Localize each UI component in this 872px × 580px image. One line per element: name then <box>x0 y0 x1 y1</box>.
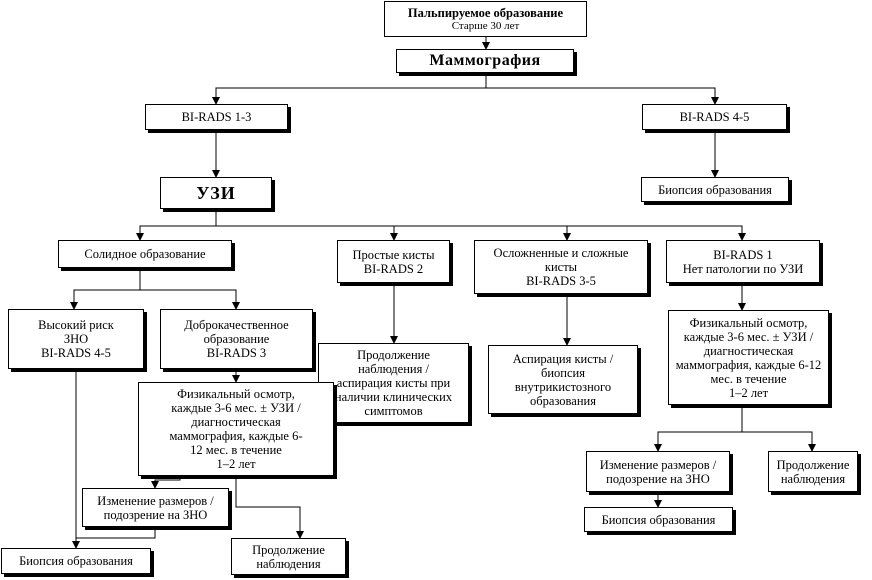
node-line: Маммография <box>429 52 541 70</box>
node-line: подозрение на ЗНО <box>606 471 710 486</box>
edge-changeleft-biopsy <box>76 527 156 539</box>
node-line: образования <box>530 393 596 408</box>
node-high-risk: Высокий риск ЗНО BI-RADS 4-5 <box>8 309 144 369</box>
node-line: подозрение на ЗНО <box>103 507 208 522</box>
node-line: наблюдения <box>256 556 321 571</box>
node-line: 1–2 лет <box>216 457 256 471</box>
node-continue-observation-left: Продолжение наблюдения <box>231 538 346 575</box>
node-line: аспирация кисты при <box>336 376 451 390</box>
edge-physleft-continue <box>235 476 304 539</box>
node-line: Простые кисты <box>352 247 435 262</box>
node-mammography: Маммография <box>396 49 574 73</box>
edge-physright-split <box>654 405 743 452</box>
edge-uzi-split <box>136 209 217 241</box>
node-line: внутрикистозного <box>514 379 612 394</box>
edge-physright-continue <box>742 431 816 452</box>
node-birads-4-5: BI-RADS 4-5 <box>642 104 787 130</box>
node-birads-1-3: BI-RADS 1-3 <box>145 104 288 130</box>
node-line: Физикальный осмотр, <box>177 387 295 401</box>
node-size-change-left: Изменение размеров / подозрение на ЗНО <box>82 488 229 527</box>
node-line: диагностическая <box>703 343 794 358</box>
node-line: симптомов <box>364 404 423 418</box>
node-line: Биопсия образования <box>19 554 133 568</box>
edge-physleft-change <box>151 476 181 489</box>
node-line: маммография, каждые 6-12 <box>675 357 822 372</box>
node-biopsy-left: Биопсия образования <box>1 548 151 574</box>
node-complex-cysts: Осложненные и сложные кисты BI-RADS 3-5 <box>474 240 648 294</box>
node-line: Продолжение <box>357 348 430 362</box>
node-line: Высокий риск <box>38 318 114 332</box>
node-line: ЗНО <box>63 332 89 346</box>
node-line: каждые 3-6 мес. ± УЗИ / <box>171 401 301 415</box>
node-birads-1-no-pathology: BI-RADS 1 Нет патологии по УЗИ <box>666 240 820 283</box>
node-line: Продолжение <box>252 542 325 557</box>
edge-uzi-simple <box>216 225 398 241</box>
node-line: Солидное образование <box>84 247 206 261</box>
node-line: мес. в течение <box>710 371 787 386</box>
node-line: BI-RADS 3 <box>206 346 267 360</box>
edge-uzi-birads1 <box>567 225 746 241</box>
node-continue-observation-cyst: Продолжение наблюдения / аспирация кисты… <box>318 343 469 423</box>
node-line: Аспирация кисты / <box>512 351 614 366</box>
node-line: Старше 30 лет <box>451 19 520 32</box>
node-line: Физикальный осмотр, <box>689 315 808 330</box>
edge-solid-benign <box>140 289 240 310</box>
node-line: биопсия <box>541 365 585 380</box>
node-line: Изменение размеров / <box>97 493 214 508</box>
node-biopsy-top: Биопсия образования <box>641 177 789 202</box>
node-benign: Доброкачественное образование BI-RADS 3 <box>160 309 313 369</box>
edge-uzi-complex <box>394 225 571 241</box>
edge-solid-split <box>70 268 141 310</box>
node-line: Биопсия образования <box>658 182 772 197</box>
node-palpable-mass: Пальпируемое образование Старше 30 лет <box>384 1 587 37</box>
node-line: BI-RADS 4-5 <box>679 110 750 124</box>
node-simple-cysts: Простые кисты BI-RADS 2 <box>337 240 450 283</box>
edge-mammo-birads45 <box>486 87 719 105</box>
node-size-change-right: Изменение размеров / подозрение на ЗНО <box>586 451 730 492</box>
node-line: наблюдения / <box>358 362 429 376</box>
node-line: УЗИ <box>196 182 236 203</box>
node-biopsy-right: Биопсия образования <box>584 507 733 532</box>
node-line: BI-RADS 1 <box>713 247 773 262</box>
node-line: BI-RADS 4-5 <box>41 346 111 360</box>
node-line: Биопсия образования <box>601 512 716 527</box>
node-line: Изменение размеров / <box>599 457 717 472</box>
node-line: Осложненные и сложные <box>493 246 629 260</box>
node-line: 12 мес. в течение <box>190 443 282 457</box>
node-line: маммография, каждые 6- <box>169 429 303 443</box>
node-line: наличии клинических <box>334 390 453 404</box>
node-continue-observation-right: Продолжение наблюдения <box>768 451 858 492</box>
node-line: Пальпируемое образование <box>407 5 564 20</box>
node-ultrasound: УЗИ <box>160 177 272 209</box>
node-line: диагностическая <box>191 415 281 429</box>
node-line: образование <box>203 332 270 346</box>
node-line: каждые 3-6 мес. ± УЗИ / <box>683 329 814 344</box>
node-line: BI-RADS 2 <box>363 261 424 276</box>
node-line: BI-RADS 1-3 <box>181 110 252 124</box>
node-line: 1–2 лет <box>728 385 769 400</box>
node-physical-exam-right: Физикальный осмотр, каждые 3-6 мес. ± УЗ… <box>668 310 829 405</box>
node-cyst-aspiration: Аспирация кисты / биопсия внутрикистозно… <box>488 345 638 414</box>
node-line: кисты <box>544 260 578 274</box>
node-line: Доброкачественное <box>184 318 289 332</box>
edge-mammo-split <box>212 73 487 105</box>
node-solid-mass: Солидное образование <box>58 240 232 268</box>
node-line: Продолжение <box>776 457 850 472</box>
node-line: BI-RADS 3-5 <box>526 274 596 288</box>
node-physical-exam-left: Физикальный осмотр, каждые 3-6 мес. ± УЗ… <box>138 382 334 476</box>
node-line: наблюдения <box>780 471 846 486</box>
node-line: Нет патологии по УЗИ <box>682 261 804 276</box>
